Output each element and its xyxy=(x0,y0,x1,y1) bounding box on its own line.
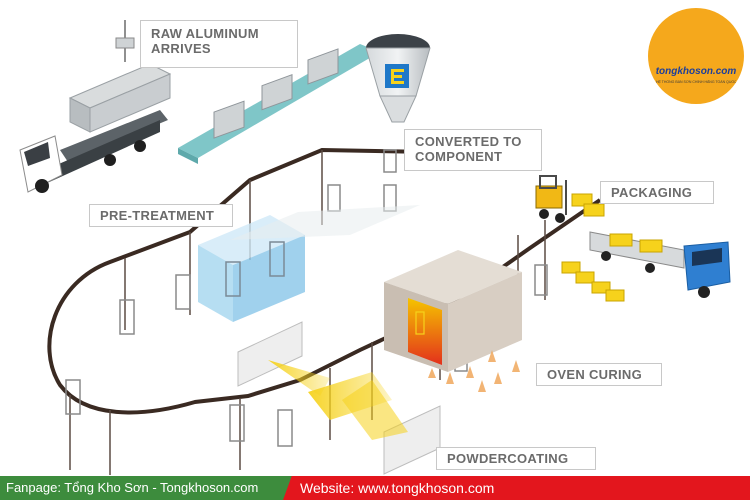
website-link[interactable]: Website: www.tongkhoson.com xyxy=(300,480,495,496)
oven-curing-label: OVEN CURING xyxy=(536,363,662,386)
packaging-label: PACKAGING xyxy=(600,181,714,204)
delivery-truck xyxy=(589,231,731,298)
powdercoating-text: POWDERCOATING xyxy=(447,451,569,466)
oven-curing-text: OVEN CURING xyxy=(547,367,643,382)
funnel-machine xyxy=(365,34,431,123)
aluminum-profile-stacks xyxy=(213,48,339,139)
raw-aluminum-line1: RAW ALUMINUM xyxy=(151,26,259,41)
powdercoating-booth xyxy=(237,321,441,475)
converted-line1: CONVERTED TO xyxy=(415,134,522,149)
logo-tagline-text: HỆ THỐNG BÁN SƠN CHÍNH HÃNG TOÀN QUỐC xyxy=(656,80,736,84)
tongkhoson-logo[interactable]: tongkhoson.com HỆ THỐNG BÁN SƠN CHÍNH HÃ… xyxy=(648,8,744,104)
raw-aluminum-label: RAW ALUMINUM ARRIVES xyxy=(140,20,298,68)
packaging-text: PACKAGING xyxy=(611,185,693,200)
converted-to-component-label: CONVERTED TO COMPONENT xyxy=(404,129,542,171)
pretreatment-label: PRE-TREATMENT xyxy=(89,204,233,227)
curing-oven xyxy=(384,250,522,392)
converted-line2: COMPONENT xyxy=(415,149,503,164)
aluminum-bundle-on-truck xyxy=(68,20,172,133)
flatbed-truck xyxy=(19,110,168,193)
pretreatment-text: PRE-TREATMENT xyxy=(100,208,215,223)
yellow-forklift xyxy=(535,175,567,223)
footer-fanpage-panel xyxy=(0,476,298,500)
pretreatment-tank xyxy=(198,205,420,322)
footer-bar: Fanpage: Tổng Kho Sơn - Tongkhoson.com W… xyxy=(0,476,750,500)
powdercoating-label: POWDERCOATING xyxy=(436,447,596,470)
packaged-profiles xyxy=(561,193,625,302)
raw-aluminum-line2: ARRIVES xyxy=(151,41,211,56)
fanpage-link[interactable]: Fanpage: Tổng Kho Sơn - Tongkhoson.com xyxy=(6,480,259,495)
logo-brand-text: tongkhoson.com xyxy=(655,66,737,77)
